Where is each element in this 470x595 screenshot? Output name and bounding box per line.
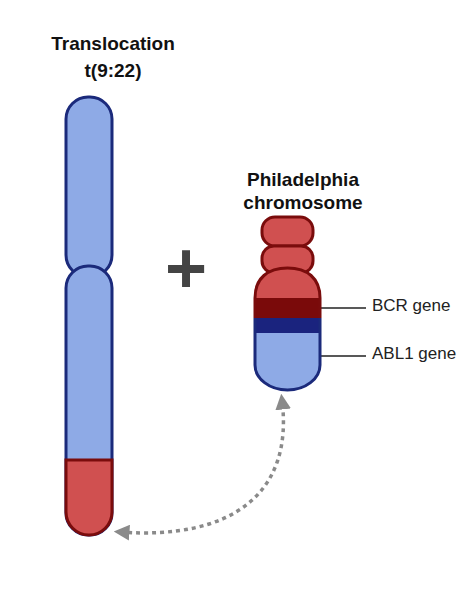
chromosome-part bbox=[262, 217, 313, 246]
chromosome-part bbox=[255, 318, 320, 390]
chromosome-part bbox=[66, 97, 112, 277]
chromosome-part bbox=[238, 258, 368, 298]
philadelphia-chromosome: Philadelphia chromosome bbox=[238, 168, 368, 398]
chromosome-heading: Translocation t(9:22) bbox=[40, 30, 186, 84]
translocation-arrow bbox=[120, 400, 283, 533]
bcr-leader-line bbox=[318, 307, 366, 309]
chromosome-part bbox=[255, 268, 320, 318]
chromosome-part bbox=[238, 333, 368, 403]
gene-label: BCR gene bbox=[372, 297, 450, 314]
chromosome-heading: Philadelphia chromosome bbox=[238, 168, 368, 214]
gene-label: ABL1 gene bbox=[372, 345, 456, 362]
chromosome-part bbox=[238, 318, 368, 333]
chromosome-part bbox=[66, 266, 112, 535]
chromosome-shape bbox=[40, 30, 186, 540]
plus-sign: + bbox=[162, 232, 210, 304]
chromosome-part bbox=[66, 460, 112, 535]
chromosome-part bbox=[238, 298, 368, 318]
chromosome-part bbox=[238, 258, 368, 403]
normal-chromosome: Translocation t(9:22) bbox=[40, 30, 186, 537]
